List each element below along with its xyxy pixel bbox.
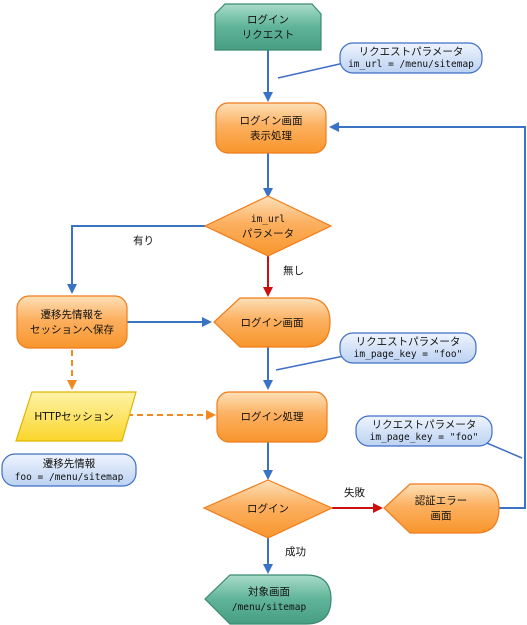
node-login-screen-label: ログイン画面 bbox=[241, 316, 304, 329]
callout-session-line2: foo = /menu/sitemap bbox=[15, 472, 124, 483]
edge-label-yes: 有り bbox=[133, 234, 154, 247]
node-http-session-label: HTTPセッション bbox=[34, 411, 113, 423]
node-decision-im-url: im_url パラメータ bbox=[203, 195, 333, 257]
callout-session-info: 遷移先情報 foo = /menu/sitemap bbox=[1, 453, 137, 487]
edge-label-no: 無し bbox=[283, 264, 304, 277]
node-decision-login: ログイン bbox=[202, 479, 334, 539]
callout-request-param-3: リクエストパラメータ im_page_key = "foo" bbox=[355, 415, 493, 447]
callout-session-line1: 遷移先情報 bbox=[43, 457, 96, 470]
callout-3-line1: リクエストパラメータ bbox=[372, 419, 477, 431]
node-decision-login-label: ログイン bbox=[247, 502, 289, 515]
node-login-request-line2: リクエスト bbox=[242, 29, 295, 41]
callout-3-line2: im_page_key = "foo" bbox=[370, 432, 479, 443]
callout-1-line1: リクエストパラメータ bbox=[359, 46, 464, 58]
callout-2-line1: リクエストパラメータ bbox=[356, 336, 461, 348]
edge-error-loop bbox=[329, 122, 526, 509]
callout-1-line2: im_url = /menu/sitemap bbox=[348, 59, 474, 70]
node-auth-error-screen: 認証エラー 画面 bbox=[383, 483, 500, 534]
node-http-session: HTTPセッション bbox=[15, 391, 137, 442]
node-target-line2: /menu/sitemap bbox=[232, 602, 307, 613]
node-login-display-process: ログイン画面 表示処理 bbox=[215, 102, 327, 154]
node-save-to-session: 遷移先情報を セッションへ保存 bbox=[16, 295, 128, 349]
node-target-screen: 対象画面 /menu/sitemap bbox=[204, 574, 332, 625]
node-decision-im-url-line1: im_url bbox=[251, 214, 285, 225]
node-login-request: ログイン リクエスト bbox=[214, 3, 322, 51]
node-login-process-label: ログイン処理 bbox=[241, 410, 304, 423]
edge-decision-yes bbox=[67, 225, 205, 294]
node-login-display-line1: ログイン画面 bbox=[240, 114, 303, 127]
node-login-process: ログイン処理 bbox=[216, 391, 328, 443]
callout-request-param-2: リクエストパラメータ im_page_key = "foo" bbox=[339, 332, 477, 364]
node-save-to-session-line1: 遷移先情報を bbox=[41, 308, 104, 321]
edges bbox=[67, 50, 526, 574]
node-login-screen: ログイン画面 bbox=[213, 297, 331, 348]
node-auth-error-line2: 画面 bbox=[431, 510, 452, 522]
node-login-display-line2: 表示処理 bbox=[250, 129, 292, 142]
node-save-to-session-line2: セッションへ保存 bbox=[30, 323, 114, 336]
node-decision-im-url-line2: パラメータ bbox=[242, 228, 294, 240]
edge-label-success: 成功 bbox=[285, 546, 306, 558]
callout-request-param-1: リクエストパラメータ im_url = /menu/sitemap bbox=[339, 42, 483, 74]
node-auth-error-line1: 認証エラー bbox=[415, 494, 468, 507]
callout-2-line2: im_page_key = "foo" bbox=[354, 349, 463, 360]
edge-label-fail: 失敗 bbox=[344, 486, 365, 499]
node-login-request-line1: ログイン bbox=[247, 13, 289, 26]
node-target-line1: 対象画面 bbox=[248, 585, 290, 598]
